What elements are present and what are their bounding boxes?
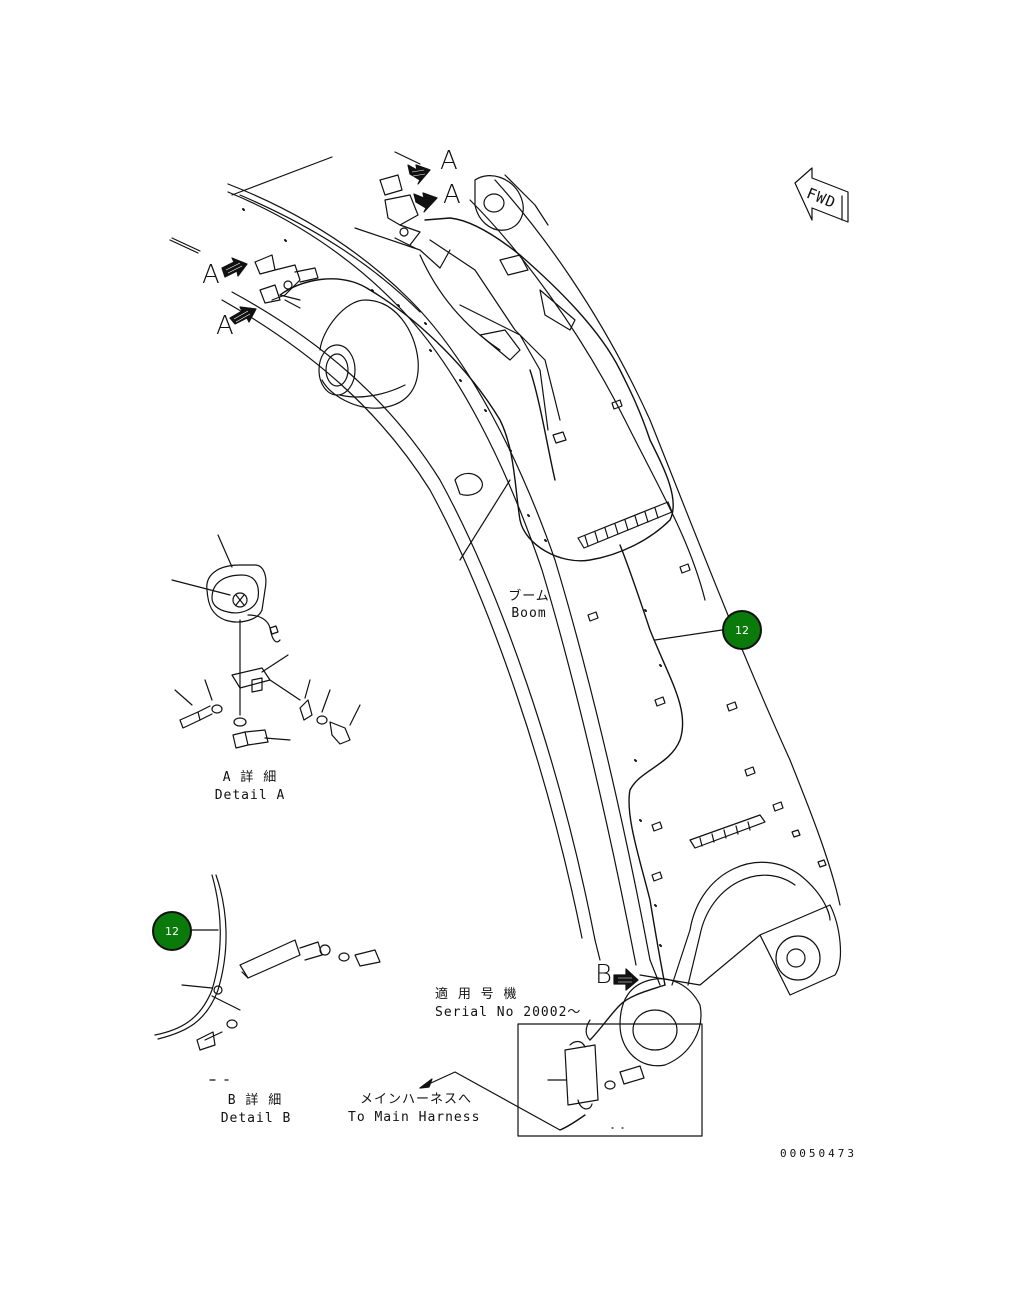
harness-arrow-icon [419,1078,433,1089]
part-callout-number: 12 [735,623,749,637]
boom-label-en: Boom [511,606,547,621]
to-main-harness-en: To Main Harness [348,1110,481,1125]
work-lamp [318,299,483,496]
view-a-arrow-icon [221,257,248,278]
part-callout-number: 12 [165,924,179,938]
wiring-harness [279,217,684,1131]
boom-outline [221,174,841,1067]
detail-a-title-en: Detail A [214,788,286,803]
detail-b-drawing [154,874,381,1081]
to-main-harness-jp: メインハーネスへ [360,1092,473,1107]
arrow-hatching [225,169,632,983]
fwd-arrow-icon [794,167,849,223]
drawing-number: 00050473 [780,1147,857,1160]
view-arrows [221,164,639,991]
serial-detail-box [517,1019,703,1137]
serial-number: Serial No 20002～ [435,1005,582,1020]
harness-leader-line [419,1071,561,1131]
callout-leader-right [654,629,723,641]
harness-clips [552,399,827,882]
part-callout-12-boom[interactable]: 12 [722,610,762,650]
detail-b-title-en: Detail B [220,1111,292,1126]
view-b-label: B [595,960,613,990]
view-a-arrow-icon [229,306,257,325]
view-a-arrow-icon [407,164,431,185]
boom-bolt-dots [242,208,662,947]
top-leader-lines [169,151,421,254]
boom-label-jp: ブーム [508,589,550,604]
serial-title-jp: 適 用 号 機 [435,987,518,1002]
view-b-arrow-icon [613,968,639,991]
bracket-assembly-top [379,174,421,249]
detail-a-drawing [171,534,361,749]
view-a-label: A [202,260,220,290]
view-a-label: A [443,180,461,210]
view-a-arrow-icon [413,192,438,213]
view-a-label: A [216,311,234,341]
view-a-label: A [440,146,458,176]
boom-leader-line [459,479,511,561]
part-callout-12-detail-b[interactable]: 12 [152,911,192,951]
detail-b-title-jp: B 詳 細 [227,1093,283,1108]
bracket-assembly-left [254,254,319,309]
detail-a-title-jp: A 詳 細 [222,770,278,785]
